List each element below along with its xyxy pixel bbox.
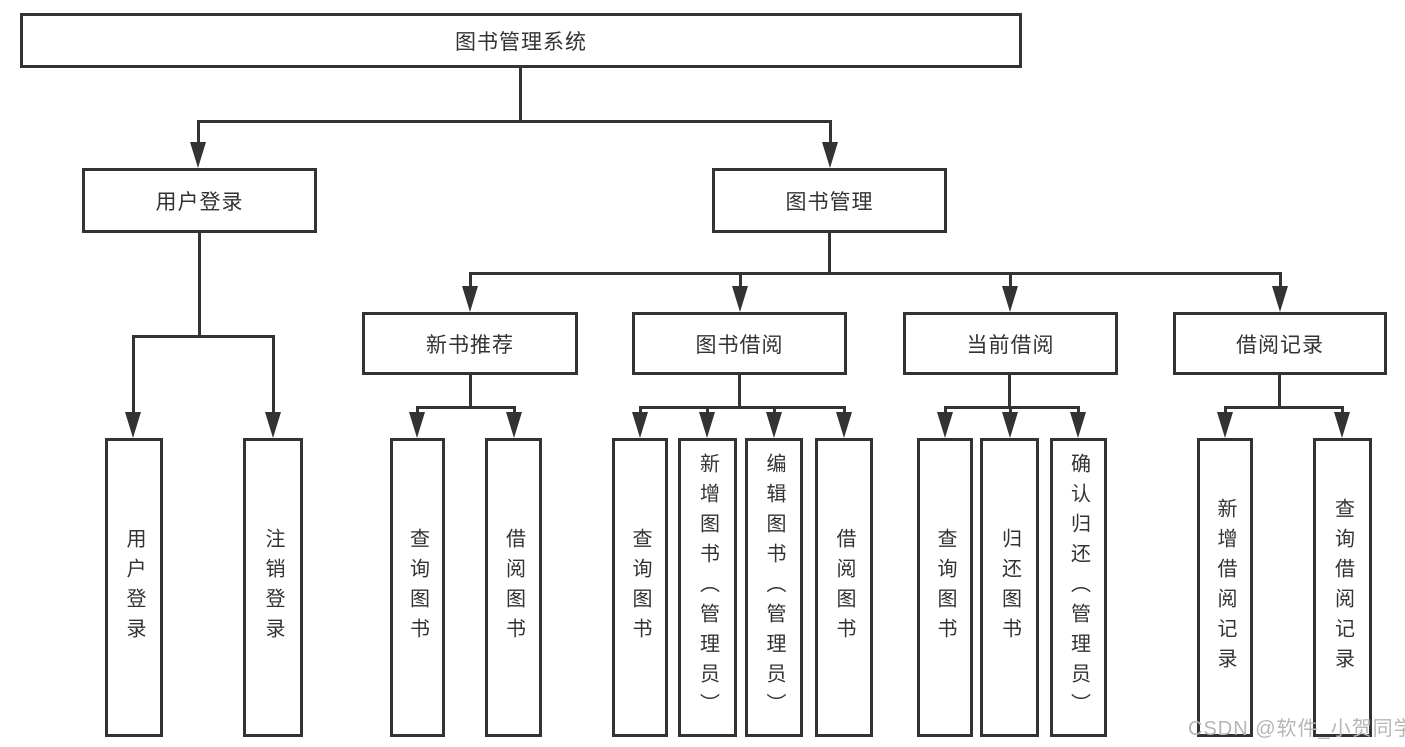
connector-vline	[469, 375, 472, 409]
connector-hline	[416, 406, 516, 409]
node-label: 图书借阅	[695, 333, 784, 357]
arrowhead-down	[937, 412, 953, 438]
connector-hline	[639, 406, 846, 409]
node-book-borrow: 图书借阅	[632, 312, 847, 375]
connector-hline	[1224, 406, 1344, 409]
leaf-add-book-admin: 新增图书（管理员）	[678, 438, 737, 737]
arrowhead-down	[836, 412, 852, 438]
arrowhead-down	[190, 142, 206, 168]
leaf-borrow-book: 借阅图书	[815, 438, 873, 737]
connector-vline	[132, 335, 135, 415]
node-book-management: 图书管理	[712, 168, 947, 233]
connector-hline	[198, 120, 832, 123]
leaf-return-book: 归还图书	[980, 438, 1039, 737]
connector-vline	[272, 335, 275, 415]
connector-vline	[469, 272, 472, 290]
leaf-query-book-borrow: 查询图书	[612, 438, 668, 737]
connector-vline	[519, 68, 522, 120]
leaf-label: 用户登录	[123, 527, 145, 648]
leaf-label: 查询图书	[629, 527, 651, 648]
leaf-add-borrow-record: 新增借阅记录	[1197, 438, 1253, 737]
leaf-borrow-book-recommend: 借阅图书	[485, 438, 542, 737]
arrowhead-down	[1272, 286, 1288, 312]
node-current-borrow: 当前借阅	[903, 312, 1118, 375]
node-label: 用户登录	[155, 190, 244, 214]
arrowhead-down	[766, 412, 782, 438]
leaf-confirm-return-admin: 确认归还（管理员）	[1050, 438, 1107, 737]
arrowhead-down	[265, 412, 281, 438]
leaf-query-book-recommend: 查询图书	[390, 438, 445, 737]
leaf-label: 新增借阅记录	[1214, 497, 1236, 678]
arrowhead-down	[1334, 412, 1350, 438]
arrowhead-down	[699, 412, 715, 438]
leaf-label: 查询借阅记录	[1331, 497, 1354, 678]
node-user-login: 用户登录	[82, 168, 317, 233]
leaf-label: 借阅图书	[502, 527, 525, 648]
connector-hline	[469, 272, 1281, 275]
leaf-edit-book-admin: 编辑图书（管理员）	[745, 438, 803, 737]
arrowhead-down	[462, 286, 478, 312]
arrowhead-down	[125, 412, 141, 438]
arrowhead-down	[1002, 412, 1018, 438]
connector-vline	[197, 120, 200, 146]
leaf-label: 归还图书	[998, 527, 1021, 648]
node-label: 借阅记录	[1236, 333, 1324, 357]
connector-hline	[133, 335, 275, 338]
arrowhead-down	[1217, 412, 1233, 438]
leaf-label: 查询图书	[406, 527, 429, 648]
connector-vline	[738, 375, 741, 409]
arrowhead-down	[732, 286, 748, 312]
connector-vline	[829, 120, 832, 146]
connector-hline	[944, 406, 1080, 409]
arrowhead-down	[632, 412, 648, 438]
connector-vline	[828, 233, 831, 275]
leaf-label: 借阅图书	[833, 527, 855, 648]
arrowhead-down	[1070, 412, 1086, 438]
node-label: 图书管理	[785, 190, 874, 214]
leaf-label: 确认归还（管理员）	[1067, 452, 1090, 723]
node-library-system: 图书管理系统	[20, 13, 1022, 68]
leaf-user-login: 用户登录	[105, 438, 163, 737]
csdn-watermark: CSDN @软件_小贺同学	[1188, 718, 1405, 740]
leaf-label: 查询图书	[934, 527, 956, 648]
arrowhead-down	[409, 412, 425, 438]
connector-vline	[1008, 375, 1011, 409]
leaf-label: 编辑图书（管理员）	[763, 452, 785, 723]
node-borrow-record: 借阅记录	[1173, 312, 1387, 375]
leaf-query-book-current: 查询图书	[917, 438, 973, 737]
arrowhead-down	[506, 412, 522, 438]
node-new-book-recommend: 新书推荐	[362, 312, 578, 375]
node-label: 当前借阅	[966, 333, 1055, 357]
connector-vline	[739, 272, 742, 290]
connector-vline	[1278, 375, 1281, 409]
connector-vline	[198, 233, 201, 335]
leaf-query-borrow-record: 查询借阅记录	[1313, 438, 1372, 737]
arrowhead-down	[1002, 286, 1018, 312]
leaf-label: 新增图书（管理员）	[696, 452, 719, 723]
leaf-logout: 注销登录	[243, 438, 303, 737]
node-label: 新书推荐	[426, 333, 514, 357]
connector-vline	[1009, 272, 1012, 290]
arrowhead-down	[822, 142, 838, 168]
node-label: 图书管理系统	[455, 30, 587, 54]
connector-vline	[1279, 272, 1282, 290]
leaf-label: 注销登录	[262, 527, 284, 648]
